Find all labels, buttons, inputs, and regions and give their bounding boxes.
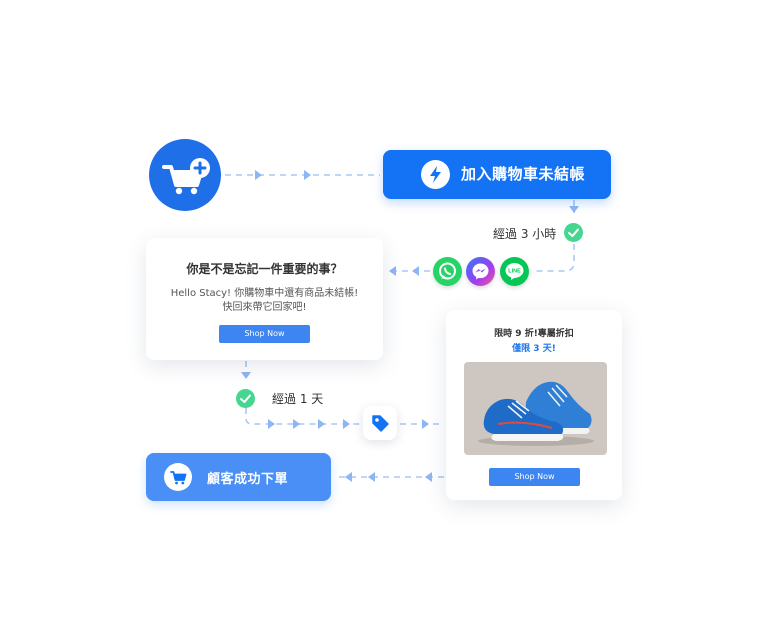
trigger-label: 加入購物車未結帳 bbox=[461, 165, 586, 183]
trigger-node: 加入購物車未結帳 bbox=[383, 150, 611, 199]
cart-icon bbox=[170, 471, 187, 485]
arrow-left bbox=[345, 472, 352, 482]
message-line-1: Hello Stacy! 你購物車中還有商品未結帳! bbox=[170, 288, 359, 299]
price-tag-icon bbox=[372, 415, 389, 432]
discount-offer-card: 限時 9 折!專屬折扣 僅限 3 天! Shop Now bbox=[446, 310, 622, 500]
shop-now-button[interactable]: Shop Now bbox=[489, 468, 580, 486]
wait-label-3-hours: 經過 3 小時 bbox=[493, 227, 557, 241]
arrow-left bbox=[425, 472, 432, 482]
shop-now-button[interactable]: Shop Now bbox=[219, 325, 310, 343]
offer-title: 限時 9 折!專屬折扣 bbox=[494, 329, 574, 339]
cart-plus-icon bbox=[162, 158, 210, 195]
check-icon bbox=[236, 389, 255, 408]
arrow-left bbox=[389, 266, 396, 276]
arrow-right bbox=[343, 419, 350, 429]
product-image bbox=[464, 362, 607, 455]
arrow-right bbox=[422, 419, 429, 429]
sneaker-image bbox=[478, 381, 594, 446]
line-icon: LINE bbox=[500, 257, 529, 286]
lightning-icon bbox=[430, 166, 441, 183]
start-node bbox=[149, 139, 221, 211]
success-badge bbox=[164, 463, 192, 491]
offer-subtitle: 僅限 3 天! bbox=[512, 344, 556, 354]
trigger-badge bbox=[421, 160, 450, 189]
reminder-message-card: 你是不是忘記一件重要的事？ Hello Stacy! 你購物車中還有商品未結帳!… bbox=[146, 238, 383, 360]
order-success-node: 顧客成功下單 bbox=[146, 453, 331, 501]
arrow-right bbox=[268, 419, 275, 429]
arrow-down bbox=[241, 372, 251, 379]
arrow-down bbox=[569, 206, 579, 213]
messenger-icon bbox=[466, 257, 495, 286]
check-icon bbox=[564, 223, 583, 242]
discount-tag-node bbox=[363, 406, 397, 440]
arrow-right bbox=[293, 419, 300, 429]
arrow-right bbox=[318, 419, 325, 429]
wait-label-1-day: 經過 1 天 bbox=[272, 392, 324, 406]
arrow-left bbox=[412, 266, 419, 276]
arrow-right bbox=[255, 170, 262, 180]
whatsapp-icon bbox=[433, 257, 462, 286]
message-line-2: 快回來帶它回家吧! bbox=[222, 302, 307, 313]
arrow-left bbox=[368, 472, 375, 482]
arrow-right bbox=[304, 170, 311, 180]
success-label: 顧客成功下單 bbox=[207, 472, 289, 487]
message-title: 你是不是忘記一件重要的事？ bbox=[186, 262, 343, 276]
svg-text:LINE: LINE bbox=[508, 269, 521, 275]
